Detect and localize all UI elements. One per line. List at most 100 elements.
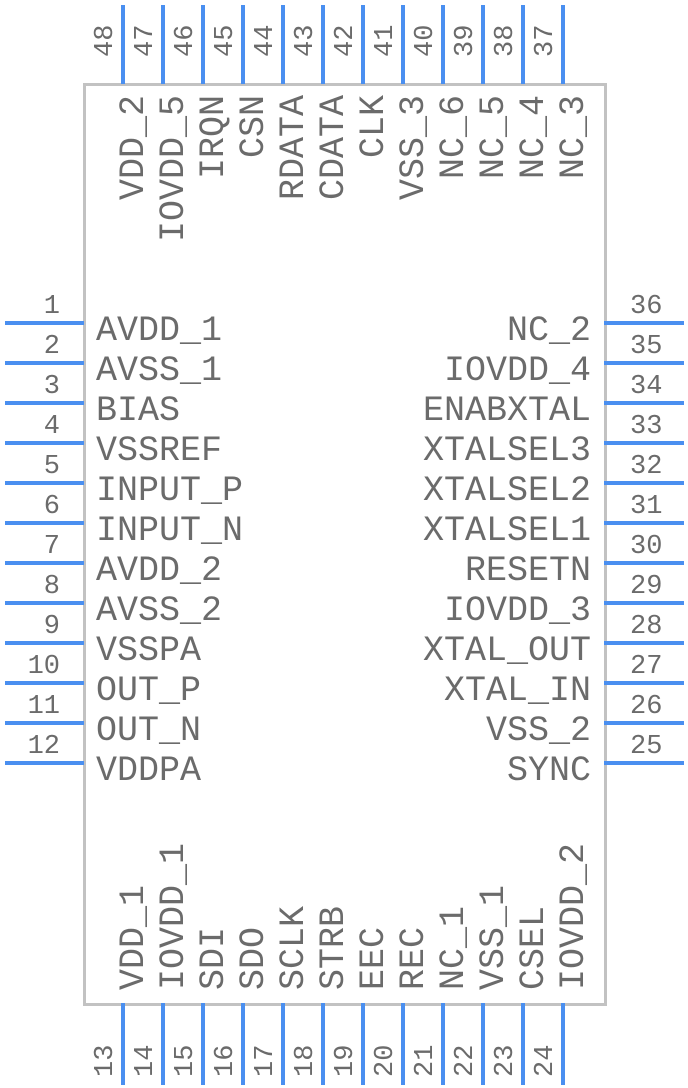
pin-number: 16	[211, 1044, 241, 1077]
pin-number: 8	[43, 572, 60, 602]
pin-number: 25	[630, 732, 663, 762]
pin-line	[521, 5, 525, 84]
pin-line	[604, 601, 684, 605]
pin-number: 42	[331, 24, 361, 57]
pin-line	[5, 401, 84, 405]
pin-label: VDDPA	[96, 751, 202, 791]
pin-number: 35	[630, 332, 663, 362]
pin-number: 43	[291, 24, 321, 57]
ic-body-outline	[83, 83, 607, 1006]
pin-label: SDO	[234, 926, 274, 990]
pin-label: EEC	[354, 926, 394, 990]
pin-line	[521, 1003, 525, 1085]
pin-label: CDATA	[314, 95, 354, 201]
pin-number: 31	[630, 492, 663, 522]
pin-label: CSN	[234, 95, 274, 159]
pin-line	[441, 5, 445, 84]
pin-line	[241, 5, 245, 84]
pin-number: 41	[371, 24, 401, 57]
pin-number: 34	[630, 372, 663, 402]
pin-line	[121, 1003, 125, 1085]
pin-label: IRQN	[194, 95, 234, 180]
pin-line	[561, 5, 565, 84]
pin-number: 46	[171, 24, 201, 57]
pin-number: 18	[291, 1044, 321, 1077]
pin-label: CLK	[354, 95, 394, 159]
pin-number: 26	[630, 692, 663, 722]
pin-line	[5, 441, 84, 445]
pin-label: VSSPA	[96, 631, 202, 671]
pin-line	[604, 521, 684, 525]
pin-label: XTAL_IN	[443, 671, 591, 711]
pin-line	[604, 361, 684, 365]
pin-line	[241, 1003, 245, 1085]
pin-label: INPUT_P	[96, 471, 244, 511]
pin-label: NC_5	[474, 95, 514, 180]
pin-line	[321, 5, 325, 84]
pin-number: 6	[43, 492, 60, 522]
pin-line	[361, 1003, 365, 1085]
pin-number: 9	[43, 612, 60, 642]
pin-label: IOVDD_2	[554, 842, 594, 990]
pin-line	[5, 481, 84, 485]
pin-label: XTALSEL3	[422, 431, 591, 471]
pin-number: 47	[131, 24, 161, 57]
pin-number: 29	[630, 572, 663, 602]
pin-label: SYNC	[506, 751, 591, 791]
pin-number: 48	[91, 24, 121, 57]
pin-label: VDD_2	[114, 95, 154, 201]
pin-label: XTALSEL2	[422, 471, 591, 511]
pin-number: 27	[630, 652, 663, 682]
pin-line	[5, 761, 84, 765]
pin-line	[604, 481, 684, 485]
pin-label: AVSS_1	[96, 351, 223, 391]
pin-line	[5, 681, 84, 685]
pin-line	[281, 1003, 285, 1085]
pin-line	[5, 721, 84, 725]
pin-label: BIAS	[96, 391, 181, 431]
pin-line	[161, 1003, 165, 1085]
pin-number: 36	[630, 292, 663, 322]
pin-label: NC_4	[514, 95, 554, 180]
pin-label: NC_6	[434, 95, 474, 180]
pin-label: OUT_P	[96, 671, 202, 711]
pin-number: 20	[371, 1044, 401, 1077]
pin-number: 13	[91, 1044, 121, 1077]
pin-label: OUT_N	[96, 711, 202, 751]
pin-line	[5, 601, 84, 605]
pin-label: IOVDD_4	[443, 351, 591, 391]
pin-line	[604, 641, 684, 645]
pin-label: VSSREF	[96, 431, 223, 471]
pin-number: 21	[411, 1044, 441, 1077]
pin-line	[161, 5, 165, 84]
pin-label: VSS_1	[474, 884, 514, 990]
pin-line	[604, 761, 684, 765]
pin-line	[321, 1003, 325, 1085]
pin-label: STRB	[314, 905, 354, 990]
pin-number: 33	[630, 412, 663, 442]
pin-number: 40	[411, 24, 441, 57]
pin-line	[604, 721, 684, 725]
pin-number: 32	[630, 452, 663, 482]
pin-number: 37	[531, 24, 561, 57]
pin-line	[5, 321, 84, 325]
pin-line	[604, 321, 684, 325]
pin-label: RESETN	[464, 551, 591, 591]
pin-line	[604, 681, 684, 685]
pin-label: REC	[394, 926, 434, 990]
pin-line	[5, 521, 84, 525]
pin-number: 23	[491, 1044, 521, 1077]
pin-line	[361, 5, 365, 84]
pin-label: NC_3	[554, 95, 594, 180]
pin-number: 44	[251, 24, 281, 57]
pin-label: AVDD_1	[96, 311, 223, 351]
pin-number: 22	[451, 1044, 481, 1077]
pin-number: 14	[131, 1044, 161, 1077]
pin-label: IOVDD_3	[443, 591, 591, 631]
pin-line	[281, 5, 285, 84]
pin-number: 1	[43, 292, 60, 322]
pin-number: 5	[43, 452, 60, 482]
pin-label: IOVDD_1	[154, 842, 194, 990]
pin-number: 2	[43, 332, 60, 362]
